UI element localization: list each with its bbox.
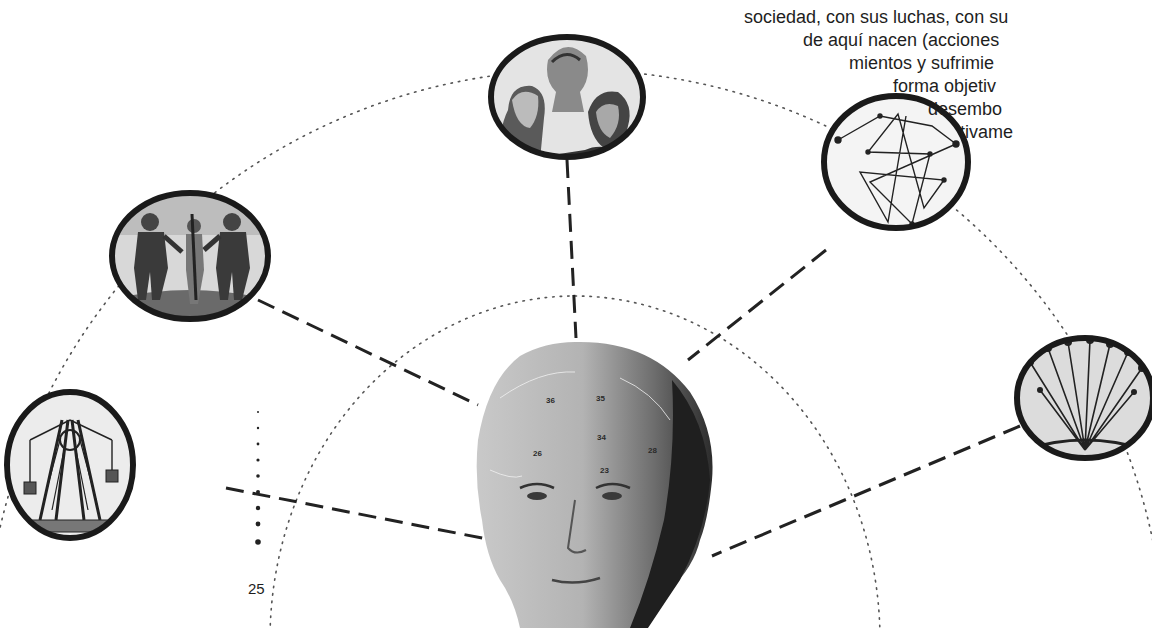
callout-number: 34: [597, 433, 606, 442]
callout-number: 28: [648, 446, 657, 455]
figures-vignette: [110, 193, 270, 320]
body-text-line: de aquí nacen (acciones: [803, 29, 999, 51]
burst-vignette: [1017, 336, 1152, 458]
portrait-vignette: [491, 37, 643, 160]
phrenology-head: [477, 342, 713, 628]
callout-number: 23: [600, 466, 609, 475]
callout-number: 35: [596, 394, 605, 403]
callout-number: 36: [546, 396, 555, 405]
body-text-line: forma objetiv: [893, 75, 996, 97]
page-number: 25: [248, 580, 265, 597]
body-text-line: sociedad, con sus luchas, con su: [744, 6, 1008, 28]
body-text-line: tivame: [960, 121, 1013, 143]
dot-column: [255, 411, 261, 545]
body-text-line: mientos y sufrimie: [849, 52, 994, 74]
callout-number: 26: [533, 449, 542, 458]
body-text-line: desembo: [928, 98, 1002, 120]
crane-vignette: [7, 392, 133, 540]
